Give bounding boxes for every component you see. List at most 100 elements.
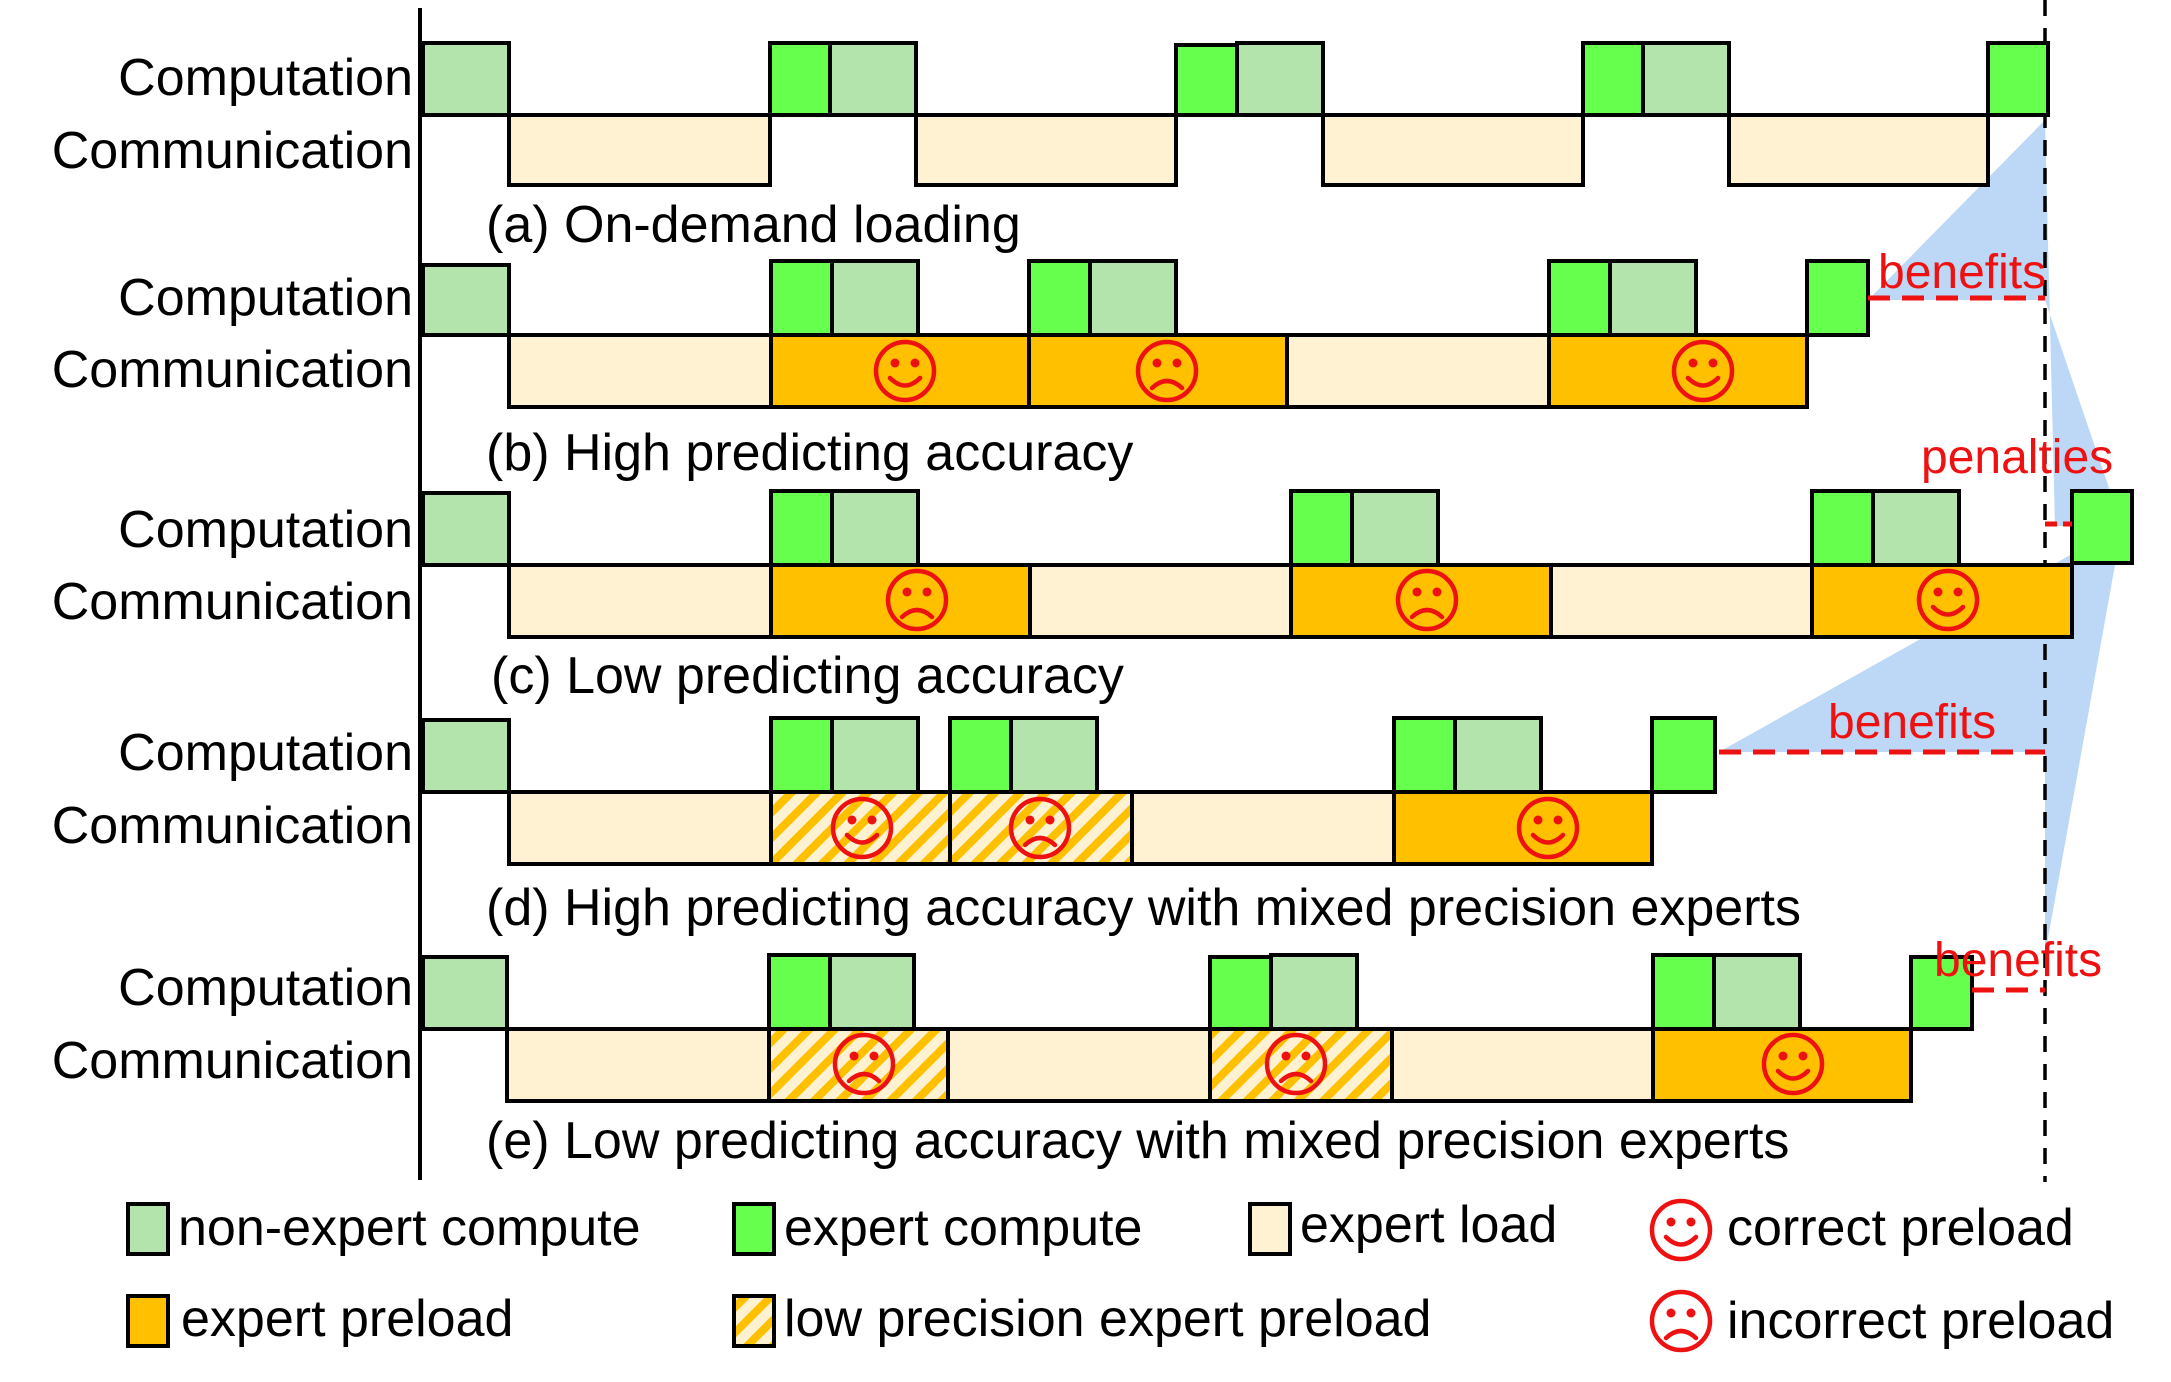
caption-d: (d) High predicting accuracy with mixed … — [486, 879, 1801, 937]
expert-load-block — [507, 790, 773, 866]
expert-compute-block — [1208, 955, 1273, 1031]
expert-preload-block — [1547, 333, 1809, 409]
expert-preload-block — [1027, 333, 1289, 409]
non-expert-compute-block — [1871, 489, 1961, 567]
expert-load-block — [1727, 113, 1990, 187]
legend-label-low-precision-expert-preload: low precision expert preload — [784, 1290, 1431, 1348]
non-expert-compute-block — [421, 41, 511, 117]
timeline-b: benefits (b) High predicting accuracy — [421, 246, 2046, 482]
low-precision-expert-preload-block — [769, 790, 952, 866]
non-expert-compute-block — [421, 491, 511, 567]
legend-swatch-expert-compute — [732, 1202, 776, 1256]
expert-load-block — [507, 563, 773, 639]
non-expert-compute-block — [1350, 489, 1440, 567]
non-expert-compute-block — [1269, 953, 1359, 1031]
row-label-communication: Communication — [52, 122, 413, 180]
annotation-benefits: benefits — [1934, 934, 2102, 987]
legend-swatch-non-expert-compute — [126, 1202, 170, 1256]
expert-compute-block — [948, 716, 1013, 794]
expert-load-block — [914, 113, 1178, 187]
expert-load-block — [507, 333, 773, 409]
legend-swatch-expert-load — [1248, 1202, 1292, 1256]
expert-load-block — [1321, 113, 1585, 187]
expert-load-block — [1028, 563, 1293, 639]
row-label-computation: Computation — [118, 269, 413, 327]
legend-label-non-expert-compute: non-expert compute — [178, 1199, 641, 1257]
expert-load-block — [1390, 1027, 1655, 1103]
legend: non-expert compute expert compute expert… — [126, 1196, 2114, 1350]
low-precision-expert-preload-block — [767, 1027, 950, 1103]
expert-compute-block — [1547, 259, 1612, 337]
row-label-computation: Computation — [118, 501, 413, 559]
frowning-face-icon — [1652, 1292, 1710, 1350]
row-label-computation: Computation — [118, 49, 413, 107]
legend-label-expert-compute: expert compute — [784, 1199, 1142, 1257]
non-expert-compute-block — [1088, 259, 1178, 337]
expert-load-block — [505, 1027, 771, 1103]
row-labels: Computation Communication Computation Co… — [52, 49, 413, 1090]
expert-preload-block — [1651, 1027, 1913, 1103]
timeline-a: (a) On-demand loading — [421, 41, 2050, 254]
non-expert-compute-block — [421, 955, 509, 1031]
caption-a: (a) On-demand loading — [486, 196, 1021, 254]
non-expert-compute-block — [1453, 716, 1543, 794]
expert-compute-block — [1651, 953, 1716, 1031]
expert-preload-block — [769, 333, 1031, 409]
expert-compute-block — [1810, 489, 1875, 567]
annotation-penalties: penalties — [1921, 431, 2113, 484]
timeline-c: penalties (c) Low predicting accuracy — [421, 431, 2134, 705]
expert-load-block — [507, 113, 772, 187]
shading-benefits-b — [1868, 120, 2045, 300]
low-precision-expert-preload-block — [1208, 1027, 1394, 1103]
expert-compute-block — [769, 259, 834, 337]
row-label-communication: Communication — [52, 341, 413, 399]
low-precision-expert-preload-block — [948, 790, 1134, 866]
non-expert-compute-block — [828, 953, 916, 1031]
non-expert-compute-block — [1009, 716, 1099, 794]
expert-preload-block — [1392, 790, 1654, 866]
legend-label-incorrect-preload: incorrect preload — [1727, 1292, 2114, 1350]
expert-compute-block — [768, 41, 832, 117]
expert-compute-block — [1986, 41, 2050, 117]
caption-e: (e) Low predicting accuracy with mixed p… — [486, 1112, 1789, 1170]
row-label-communication: Communication — [52, 797, 413, 855]
legend-label-correct-preload: correct preload — [1727, 1199, 2074, 1257]
expert-compute-block — [1174, 43, 1239, 117]
expert-compute-block — [1909, 955, 1974, 1031]
legend-swatch-expert-preload — [126, 1294, 170, 1348]
expert-compute-block — [2070, 489, 2134, 565]
shading-penalties-c — [2045, 120, 2122, 526]
expert-compute-block — [1392, 716, 1457, 794]
expert-load-block — [1130, 790, 1396, 866]
timeline-d: benefits (d) High predicting accuracy wi… — [421, 696, 2045, 937]
expert-compute-block — [769, 489, 834, 567]
timeline-e: benefits (e) Low predicting accuracy wit… — [421, 934, 2102, 1170]
legend-swatch-low-precision-expert-preload — [732, 1294, 776, 1348]
expert-compute-block — [1289, 489, 1354, 567]
caption-b: (b) High predicting accuracy — [486, 424, 1133, 482]
non-expert-compute-block — [830, 716, 920, 794]
expert-load-block — [1549, 563, 1814, 639]
expert-compute-block — [767, 953, 832, 1031]
smiling-face-icon — [1652, 1201, 1710, 1259]
expert-load-block — [946, 1027, 1212, 1103]
non-expert-compute-block — [1235, 41, 1325, 117]
expert-compute-block — [1027, 259, 1092, 337]
expert-compute-block — [769, 716, 834, 794]
non-expert-compute-block — [1608, 259, 1698, 337]
non-expert-compute-block — [421, 263, 511, 337]
non-expert-compute-block — [828, 41, 918, 117]
expert-compute-block — [1805, 259, 1870, 337]
caption-c: (c) Low predicting accuracy — [491, 647, 1124, 705]
non-expert-compute-block — [1712, 953, 1802, 1031]
row-label-communication: Communication — [52, 1032, 413, 1090]
row-label-communication: Communication — [52, 573, 413, 631]
non-expert-compute-block — [1641, 41, 1731, 117]
row-label-computation: Computation — [118, 724, 413, 782]
expert-load-block — [1285, 333, 1551, 409]
legend-label-expert-load: expert load — [1300, 1196, 1557, 1254]
expert-preload-block — [1810, 563, 2074, 639]
annotation-benefits: benefits — [1828, 696, 1996, 749]
non-expert-compute-block — [830, 259, 920, 337]
